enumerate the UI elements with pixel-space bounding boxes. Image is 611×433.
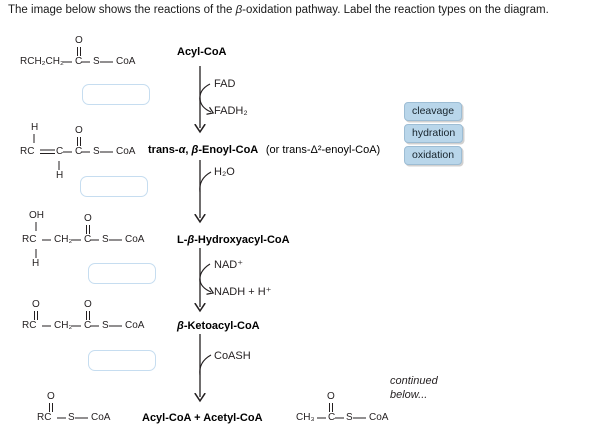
acetyl-coa-product-structure-methyl: CH₃ bbox=[296, 412, 315, 423]
chip-oxidation[interactable]: oxidation bbox=[404, 146, 463, 166]
enoyl-coa-structure-sulfur: S bbox=[93, 146, 100, 157]
chip-cleavage[interactable]: cleavage bbox=[404, 102, 463, 122]
acetyl-coa-product-structure-carbonyl-carbon: C bbox=[328, 412, 336, 423]
enoyl-suffix: -Enoyl-CoA bbox=[198, 144, 258, 156]
ketoacyl-coa-structure-left-group: RC bbox=[22, 320, 37, 331]
enoyl-coa-structure-left-group: RC bbox=[20, 146, 35, 157]
hydroxyacyl-coa-structure-methylene: CH₂ bbox=[54, 234, 73, 245]
continued-line-1: continued bbox=[390, 375, 438, 387]
enoyl-coa-structure-coa: CoA bbox=[116, 146, 136, 157]
compound-name-acyl-coa: Acyl-CoA bbox=[177, 46, 227, 58]
hydroxyacyl-coa-structure-sulfur: S bbox=[102, 234, 109, 245]
chip-hydration[interactable]: hydration bbox=[404, 124, 464, 144]
enoyl-coa-structure-alkene-carbon: C bbox=[56, 146, 64, 157]
ketoacyl-suffix: -Ketoacyl-CoA bbox=[183, 320, 260, 332]
hydroxyacyl-coa-structure-hydroxyl: OH bbox=[29, 210, 44, 221]
ketoacyl-coa-structure-sulfur: S bbox=[102, 320, 109, 331]
cofactor-label-nadh-h: NADH + H⁺ bbox=[214, 286, 272, 298]
drop-target-2[interactable] bbox=[80, 176, 148, 197]
acyl-coa-structure-sulfur: S bbox=[93, 56, 100, 67]
cofactor-label-fadh2: FADH₂ bbox=[214, 105, 248, 117]
acyl-coa-product-structure-oxygen: O bbox=[47, 391, 55, 402]
acyl-coa-product-structure-sulfur: S bbox=[68, 412, 75, 423]
hydroxyacyl-coa-structure-carbonyl-carbon: C bbox=[84, 234, 92, 245]
ketoacyl-coa-structure-methylene: CH₂ bbox=[54, 320, 73, 331]
cofactor-label-fad: FAD bbox=[214, 78, 236, 90]
ketoacyl-coa-structure-keto-oxygen: O bbox=[32, 299, 40, 310]
drop-target-1[interactable] bbox=[82, 84, 150, 105]
cofactor-label-nad-plus: NAD⁺ bbox=[214, 259, 244, 271]
acyl-coa-structure-left-group: RCH₂CH₂ bbox=[20, 56, 64, 67]
acyl-coa-structure-coa: CoA bbox=[116, 56, 136, 67]
enoyl-coa-structure-oxygen: O bbox=[75, 125, 83, 136]
cofactor-label-h2o: H₂O bbox=[214, 166, 235, 178]
hydroxyacyl-suffix: -Hydroxyacyl-CoA bbox=[194, 234, 290, 246]
continued-line-2: below... bbox=[390, 388, 428, 401]
acyl-coa-product-structure-coa: CoA bbox=[91, 412, 111, 423]
ketoacyl-beta-symbol: β bbox=[177, 320, 184, 332]
enoyl-coa-structure-bottom-hydrogen: H bbox=[56, 170, 64, 181]
compound-name-enoyl-coa: trans-α, β-Enoyl-CoA (or trans-Δ²-enoyl-… bbox=[148, 144, 380, 156]
drop-target-4[interactable] bbox=[88, 350, 156, 371]
hydroxyacyl-coa-structure-oxygen: O bbox=[84, 213, 92, 224]
enoyl-prefix: trans- bbox=[148, 144, 179, 156]
drop-target-3[interactable] bbox=[88, 263, 156, 284]
enoyl-beta-symbol: β bbox=[191, 144, 199, 156]
hydroxyacyl-prefix: L- bbox=[177, 234, 188, 246]
acetyl-coa-product-structure-coa: CoA bbox=[369, 412, 389, 423]
cofactor-label-coash: CoASH bbox=[214, 350, 251, 362]
compound-name-enoyl-coa-alt: (or trans-Δ²-enoyl-CoA) bbox=[265, 144, 381, 156]
acetyl-coa-product-structure-oxygen: O bbox=[327, 391, 335, 402]
hydroxyacyl-coa-structure-left-group: RC bbox=[22, 234, 37, 245]
ketoacyl-coa-structure-carbonyl-carbon: C bbox=[84, 320, 92, 331]
ketoacyl-coa-structure-coa: CoA bbox=[125, 320, 145, 331]
acyl-coa-structure-oxygen: O bbox=[75, 35, 83, 46]
ketoacyl-coa-structure-oxygen: O bbox=[84, 299, 92, 310]
enoyl-alpha-symbol: α bbox=[178, 144, 186, 156]
hydroxyacyl-coa-structure-bottom-hydrogen: H bbox=[32, 258, 40, 269]
acyl-coa-product-structure-left-group: RC bbox=[37, 412, 52, 423]
acyl-coa-structure-carbonyl-carbon: C bbox=[75, 56, 83, 67]
compound-name-hydroxyacyl-coa: L-β-Hydroxyacyl-CoA bbox=[177, 234, 290, 246]
compound-name-ketoacyl-coa: β-Ketoacyl-CoA bbox=[177, 320, 260, 332]
prompt-text-after: -oxidation pathway. Label the reaction t… bbox=[242, 4, 549, 16]
enoyl-comma: , bbox=[185, 144, 192, 156]
enoyl-coa-structure-top-hydrogen: H bbox=[31, 122, 39, 133]
continued-note: continued below... bbox=[390, 375, 438, 403]
hydroxyacyl-beta-symbol: β bbox=[187, 234, 195, 246]
question-prompt: The image below shows the reactions of t… bbox=[8, 4, 549, 16]
acetyl-coa-product-structure-sulfur: S bbox=[346, 412, 353, 423]
enoyl-coa-structure-carbonyl-carbon: C bbox=[75, 146, 83, 157]
prompt-text-before: The image below shows the reactions of t… bbox=[8, 4, 236, 16]
hydroxyacyl-coa-structure-coa: CoA bbox=[125, 234, 145, 245]
prompt-beta-symbol: β bbox=[235, 4, 243, 16]
compound-name-products: Acyl-CoA + Acetyl-CoA bbox=[142, 412, 263, 424]
